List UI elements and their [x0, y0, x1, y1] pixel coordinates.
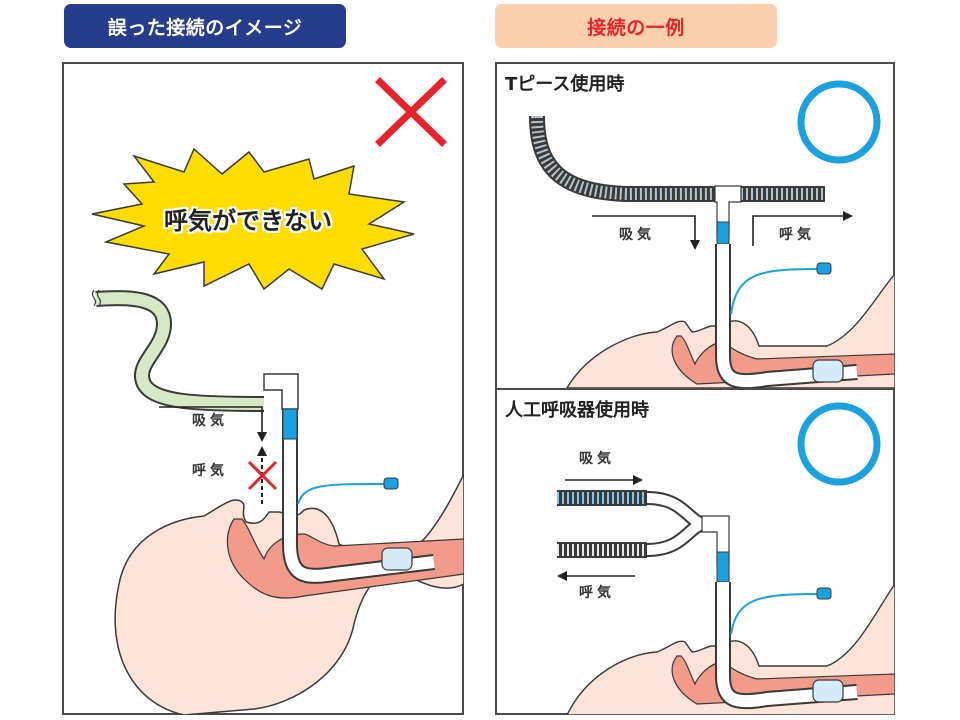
ventilator-title: 人工呼吸器使用時 [505, 400, 649, 421]
ventilator-section [557, 402, 895, 715]
blocked-x-icon [247, 460, 278, 491]
tpiece-title: Tピース使用時 [505, 74, 625, 95]
corrugated-tube [529, 115, 715, 202]
wrong-connection-header: 誤った接続のイメージ [64, 4, 346, 48]
connection-example-title: 接続の一例 [587, 16, 685, 39]
connection-example-panel: Tピース使用時 吸気 呼気 人工呼吸器使用時 吸気 呼気 [495, 62, 895, 715]
red-x-icon [375, 77, 447, 147]
inhale-label: 吸気 [192, 413, 228, 429]
wrong-connection-panel: 呼気ができない 吸気 呼気 [62, 62, 464, 715]
blue-circle-icon [797, 80, 881, 164]
elbow-connector [263, 373, 299, 410]
ventilator-inhale-label: 吸気 [579, 451, 615, 467]
pilot-balloon-line [297, 483, 385, 505]
tpiece-section [529, 80, 895, 390]
tpiece-inhale-label: 吸気 [619, 227, 655, 243]
tube-connector [282, 408, 298, 440]
wrong-connection-title: 誤った接続のイメージ [107, 16, 303, 39]
burst-shape [91, 147, 415, 291]
ventilation-tube [91, 289, 265, 412]
tube-cuff [381, 547, 413, 571]
connection-example-header: 接続の一例 [495, 4, 777, 48]
ventilator-exhale-label: 呼気 [579, 585, 615, 601]
tpiece-exhale-label: 呼気 [779, 227, 815, 243]
exhale-label: 呼気 [192, 463, 228, 479]
pilot-balloon [383, 477, 399, 490]
burst-text: 呼気ができない [164, 207, 332, 235]
inhale-arrow [159, 406, 263, 434]
blue-circle-icon-2 [797, 402, 881, 486]
